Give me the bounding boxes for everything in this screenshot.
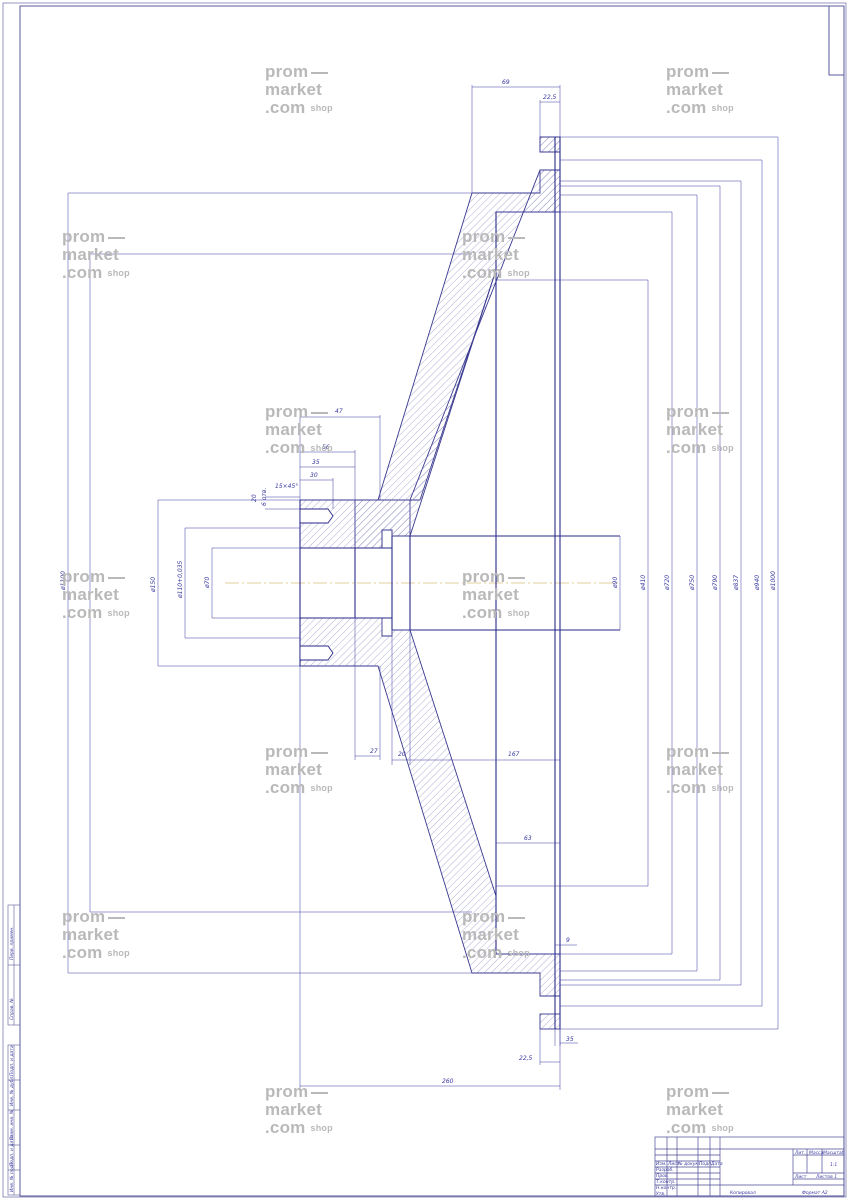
dim-mid-63: 63 bbox=[524, 835, 532, 842]
dim-d1000: ø1000 bbox=[770, 571, 777, 591]
tb-col-sign: Подп. bbox=[699, 1161, 713, 1167]
dim-d720: ø720 bbox=[664, 575, 671, 591]
tb-sheets-label: Листов 1 bbox=[815, 1174, 837, 1180]
dim-chamfer: 15×45° bbox=[275, 483, 298, 490]
side-ref-inv: Взам. инв. № bbox=[9, 1109, 15, 1140]
dim-hub-47: 47 bbox=[335, 408, 343, 415]
tb-row-4: Т.контр. bbox=[656, 1179, 676, 1185]
tb-scale-header: Масштаб bbox=[823, 1150, 845, 1156]
dim-hub-35: 35 bbox=[312, 459, 320, 466]
rim-upper-slot bbox=[539, 136, 561, 153]
side-sign-date-2: Подп. и дата bbox=[9, 1045, 15, 1076]
dim-d150: ø150 bbox=[150, 577, 157, 593]
tb-row-2: Разраб. bbox=[656, 1167, 674, 1173]
dim-mid-167: 167 bbox=[508, 751, 520, 758]
dim-d90: ø90 bbox=[612, 577, 619, 589]
tb-lit-header: Лит. bbox=[794, 1150, 805, 1156]
tb-row-6: Утв. bbox=[656, 1191, 665, 1197]
dim-bottom-35: 35 bbox=[566, 1036, 574, 1043]
dim-bottom-27: 27 bbox=[370, 748, 378, 755]
dim-d110: ø110+0,035 bbox=[177, 560, 184, 599]
tb-format-label: Формат A2 bbox=[802, 1190, 828, 1196]
tb-scale-value: 1:1 bbox=[830, 1162, 837, 1168]
threaded-hole-lower bbox=[299, 645, 334, 661]
side-strip bbox=[7, 904, 21, 1196]
inner-frame bbox=[19, 5, 845, 1197]
corner-stamp bbox=[828, 6, 844, 76]
side-inv-dup: Инв. № дубл. bbox=[9, 1075, 15, 1106]
dim-d790: ø790 bbox=[712, 575, 719, 591]
tb-row-1: Изм. Лист bbox=[656, 1161, 680, 1167]
dimension-lines bbox=[67, 85, 779, 1090]
title-block bbox=[654, 1136, 845, 1197]
part-outline bbox=[299, 137, 620, 1029]
dim-d837: ø837 bbox=[733, 575, 740, 591]
dim-bottom-20: 20 bbox=[398, 751, 406, 758]
dim-bottom-225: 22,5 bbox=[519, 1055, 533, 1062]
dim-bore-depth: 6 отв. bbox=[261, 488, 268, 506]
rim-lower-slot bbox=[539, 1013, 561, 1030]
tb-copied-label: Копировал bbox=[730, 1190, 756, 1196]
dim-top-width: 69 bbox=[502, 79, 510, 86]
side-inv-orig: Инв. № подл. bbox=[9, 1161, 15, 1192]
side-sign-date: Подп. и дата bbox=[9, 1135, 15, 1166]
tb-row-5: Н.контр. bbox=[656, 1185, 676, 1191]
side-ref-no: Справ. № bbox=[9, 998, 15, 1020]
dim-d940: ø940 bbox=[754, 575, 761, 591]
side-first-use: Перв. примен. bbox=[9, 926, 15, 960]
tb-col-date: Дата bbox=[710, 1161, 723, 1167]
dim-d410: ø410 bbox=[640, 575, 647, 591]
tb-sheet-label: Лист bbox=[794, 1174, 807, 1180]
dim-thread-depth: 20 bbox=[251, 494, 258, 502]
tb-mass-header: Масса bbox=[809, 1150, 824, 1156]
dim-left-total: ø1100 bbox=[60, 571, 67, 591]
dim-hub-56: 56 bbox=[322, 444, 330, 451]
dim-d750: ø750 bbox=[689, 575, 696, 591]
dim-small-9: 9 bbox=[566, 937, 570, 944]
dim-overall-260: 260 bbox=[442, 1078, 454, 1085]
flange-upper bbox=[299, 169, 561, 549]
dim-d70: ø70 bbox=[204, 577, 211, 589]
threaded-hole-upper bbox=[299, 508, 334, 524]
tb-col-doc: № докум. bbox=[677, 1161, 700, 1167]
dim-hub-30: 30 bbox=[310, 472, 318, 479]
dim-top-flange: 22,5 bbox=[543, 94, 557, 101]
tb-row-3: Пров. bbox=[656, 1173, 669, 1179]
